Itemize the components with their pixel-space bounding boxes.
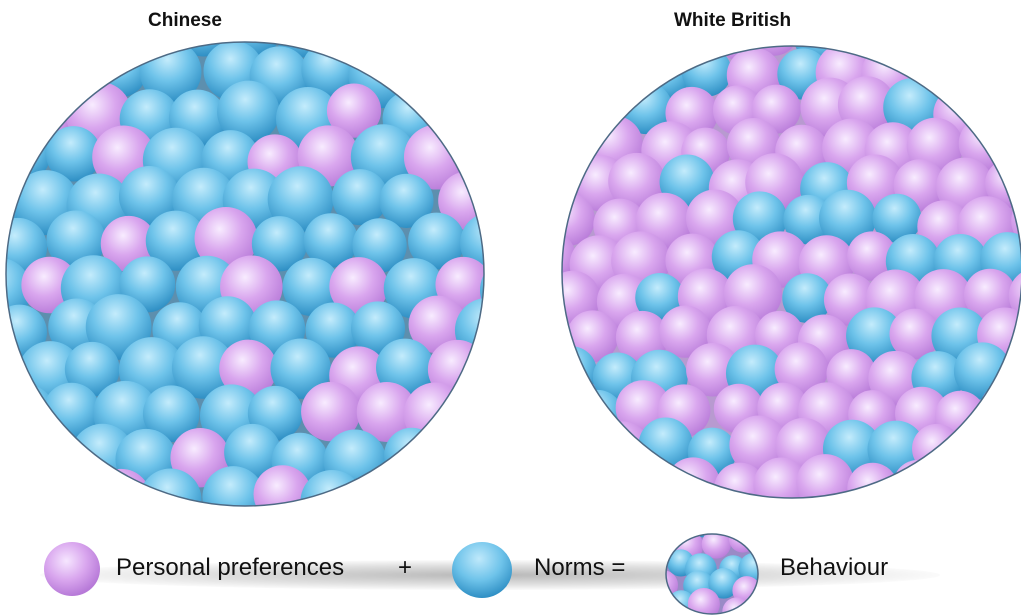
norm-ball bbox=[432, 81, 486, 141]
norm-ball bbox=[4, 83, 22, 146]
personal-preference-ball bbox=[560, 44, 584, 64]
personal-preference-ball bbox=[4, 40, 22, 59]
personal-preference-ball bbox=[1007, 349, 1021, 408]
norm-ball bbox=[479, 171, 486, 234]
behaviour-mix-icon bbox=[664, 532, 760, 616]
behaviour-label: Behaviour bbox=[780, 554, 888, 582]
norms-ball-icon bbox=[450, 540, 514, 600]
personal-preference-ball bbox=[560, 419, 604, 478]
norm-ball bbox=[409, 468, 467, 508]
white-british-circle bbox=[560, 44, 1021, 500]
personal-preference-ball bbox=[684, 498, 735, 500]
personal-preference-ball bbox=[594, 421, 651, 478]
personal-preference-ball bbox=[964, 499, 1015, 500]
personal-preference-ball bbox=[560, 383, 572, 433]
personal-preference-ball bbox=[588, 44, 647, 97]
norm-ball bbox=[123, 40, 180, 54]
norm-ball bbox=[1008, 495, 1021, 500]
norm-ball bbox=[4, 48, 45, 105]
norm-ball bbox=[982, 80, 1021, 130]
personal-preference-ball bbox=[934, 44, 989, 59]
personal-preference-ball bbox=[560, 80, 575, 130]
personal-preference-ball bbox=[755, 612, 760, 616]
personal-preference-ball bbox=[565, 460, 623, 500]
personal-preference-ball bbox=[480, 40, 486, 61]
white-british-title: White British bbox=[674, 10, 791, 32]
norms-label: Norms = bbox=[534, 554, 625, 582]
norm-ball bbox=[460, 40, 486, 97]
personal-preference-ball-icon bbox=[42, 540, 102, 598]
plus-sign: + bbox=[398, 554, 412, 582]
norm-ball bbox=[4, 431, 28, 488]
personal-preference-ball bbox=[986, 459, 1021, 500]
personal-preference-ball bbox=[964, 421, 1016, 473]
norm-ball bbox=[659, 44, 717, 62]
personal-preference-ball bbox=[574, 44, 625, 57]
norm-ball bbox=[362, 475, 418, 508]
personal-preference-ball bbox=[598, 499, 650, 500]
white-british-circle-graphic bbox=[560, 44, 1021, 500]
personal-preference-ball bbox=[560, 46, 603, 100]
norm-ball bbox=[482, 344, 486, 404]
personal-preference-ball bbox=[959, 44, 1017, 101]
personal-preference-ball bbox=[870, 499, 924, 500]
norm-ball bbox=[664, 610, 682, 616]
chinese-circle-graphic bbox=[4, 40, 486, 508]
norm-ball bbox=[667, 532, 697, 534]
personal-preferences-label: Personal preferences bbox=[116, 554, 344, 582]
norm-ball bbox=[384, 428, 439, 483]
personal-preference-ball bbox=[986, 44, 1021, 61]
norm-ball bbox=[67, 40, 130, 61]
personal-preference-ball bbox=[894, 44, 951, 60]
personal-preference-ball bbox=[609, 44, 668, 60]
personal-preference-ball bbox=[1006, 45, 1021, 95]
norm-ball bbox=[664, 532, 667, 534]
norm-ball bbox=[480, 85, 486, 143]
personal-preference-ball bbox=[664, 553, 666, 584]
norm-ball bbox=[425, 419, 486, 483]
personal-preference-ball bbox=[13, 40, 78, 62]
norm-ball bbox=[378, 40, 435, 63]
norm-ball bbox=[749, 532, 760, 538]
chinese-circle bbox=[4, 40, 486, 508]
personal-preference-ball bbox=[4, 477, 45, 508]
norm-ball bbox=[572, 390, 623, 441]
chinese-title: Chinese bbox=[148, 10, 222, 32]
norm-ball bbox=[936, 465, 986, 500]
norm-ball bbox=[454, 464, 486, 508]
norm-ball bbox=[431, 40, 486, 60]
norm-ball bbox=[41, 472, 96, 508]
norm-ball bbox=[328, 40, 385, 59]
personal-preference-ball bbox=[560, 495, 603, 500]
personal-preference-ball bbox=[1006, 425, 1021, 475]
personal-preference-ball bbox=[1002, 122, 1021, 173]
personal-preference-ball bbox=[560, 461, 572, 500]
personal-preference-ball bbox=[614, 455, 668, 500]
norm-ball bbox=[410, 45, 472, 107]
norm-ball bbox=[723, 498, 780, 500]
norm-ball bbox=[460, 388, 486, 443]
norm-ball bbox=[12, 424, 74, 486]
norm-ball bbox=[747, 598, 760, 616]
personal-preference-ball bbox=[664, 597, 673, 616]
